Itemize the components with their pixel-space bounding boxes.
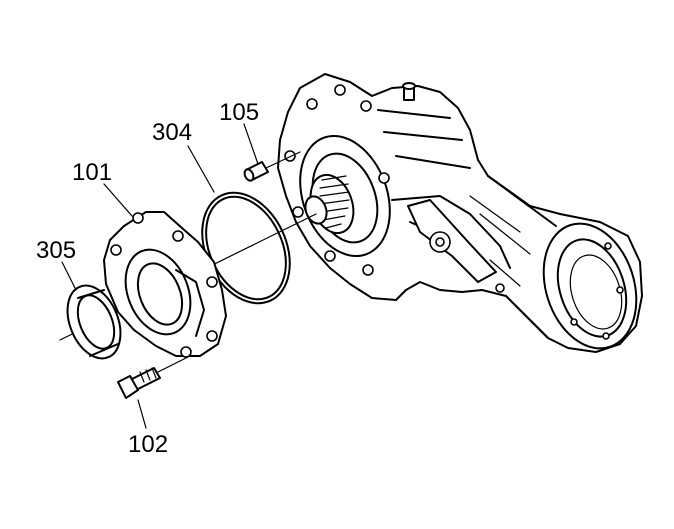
callout-105: 105: [219, 99, 259, 126]
callout-305: 305: [36, 237, 76, 264]
oil-seal: [66, 284, 122, 360]
rear-cover: [103, 211, 227, 358]
leader-304: [187, 145, 215, 193]
bolt: [117, 355, 191, 399]
leader-305: [61, 261, 77, 291]
dowel-pin: [243, 151, 301, 182]
callout-102: 102: [128, 431, 168, 458]
differential-housing: [277, 73, 643, 353]
callout-304: 304: [152, 119, 192, 146]
leader-101: [103, 183, 133, 217]
callout-101: 101: [72, 159, 112, 186]
leader-105: [243, 123, 259, 165]
leader-102: [137, 399, 147, 429]
